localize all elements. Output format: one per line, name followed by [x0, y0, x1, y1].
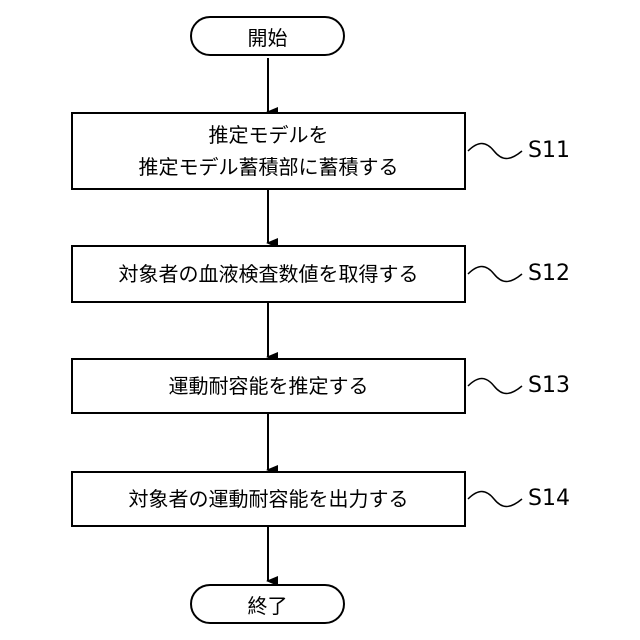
- step-id-s14: S14: [528, 488, 570, 510]
- end-label: 終了: [248, 590, 288, 619]
- step-s14-line-1: 対象者の運動耐容能を出力する: [129, 483, 409, 515]
- step-s12-line-1: 対象者の血液検査数値を取得する: [119, 258, 419, 290]
- leader-s14: [468, 492, 522, 507]
- leader-s13: [468, 379, 522, 394]
- leader-s11: [468, 144, 522, 159]
- step-box-s11: 推定モデルを 推定モデル蓄積部に蓄積する: [71, 112, 466, 190]
- start-label: 開始: [248, 22, 288, 51]
- end-terminal: 終了: [190, 584, 345, 624]
- step-s11-line-1: 推定モデルを: [209, 119, 329, 151]
- step-box-s12: 対象者の血液検査数値を取得する: [71, 245, 466, 303]
- start-terminal: 開始: [190, 16, 345, 56]
- step-id-s13: S13: [528, 375, 570, 397]
- step-s13-line-1: 運動耐容能を推定する: [169, 370, 369, 402]
- leader-s12: [468, 267, 522, 282]
- step-s11-line-2: 推定モデル蓄積部に蓄積する: [139, 151, 399, 183]
- step-box-s13: 運動耐容能を推定する: [71, 358, 466, 414]
- step-box-s14: 対象者の運動耐容能を出力する: [71, 471, 466, 527]
- step-id-s11: S11: [528, 140, 570, 162]
- step-id-s12: S12: [528, 263, 570, 285]
